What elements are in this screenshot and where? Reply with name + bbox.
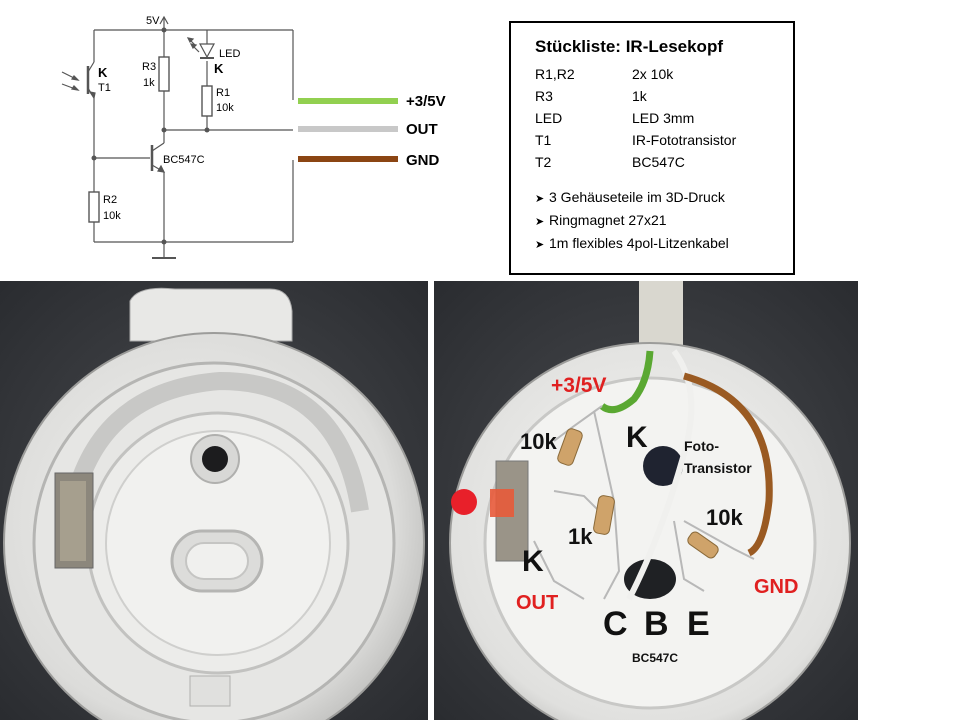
parts-list-title: Stückliste: IR-Lesekopf <box>535 37 723 56</box>
wire-plus-label: +3/5V <box>406 93 446 110</box>
label-out: OUT <box>516 592 558 614</box>
wire-out-label: OUT <box>406 121 438 138</box>
r3-value: 1k <box>143 77 155 89</box>
r2-label: R2 <box>103 194 117 206</box>
label-10k-top: 10k <box>520 429 557 454</box>
part-desc: 2x 10k <box>632 66 674 82</box>
r3-label: R3 <box>142 61 156 73</box>
led-k-label: K <box>214 61 224 76</box>
t1-phototransistor-symbol <box>61 61 96 100</box>
part-desc: 1k <box>632 88 647 104</box>
housing-photo-assembled: +3/5V 10k K Foto- Transistor 1k 10k K GN… <box>434 281 858 720</box>
t1-k-label: K <box>98 65 108 80</box>
table-row: T2 BC547C <box>535 151 736 173</box>
table-row: T1 IR-Fototransistor <box>535 129 736 151</box>
part-ref: R1,R2 <box>535 66 575 82</box>
supply-label: 5V <box>146 15 160 27</box>
r3-resistor-symbol <box>158 56 170 92</box>
label-foto-line2: Transistor <box>684 460 752 476</box>
label-k-top: K <box>626 421 648 454</box>
table-row: LED LED 3mm <box>535 107 736 129</box>
arrow-bullet-icon: ➤ <box>535 193 545 205</box>
label-emitter: E <box>687 605 710 643</box>
arrow-bullet-icon: ➤ <box>535 239 545 251</box>
resistor-10k-top <box>557 428 583 466</box>
t2-label: BC547C <box>163 154 205 166</box>
t1-label: T1 <box>98 82 111 94</box>
table-row: R1,R2 2x 10k <box>535 63 736 85</box>
part-desc: LED 3mm <box>632 110 695 126</box>
housing-photo-empty <box>0 281 428 720</box>
r2-resistor-symbol <box>88 191 100 223</box>
r1-label: R1 <box>216 87 230 99</box>
label-base: B <box>644 605 669 643</box>
resistor-10k-right <box>687 531 719 559</box>
label-k-left: K <box>522 545 544 578</box>
label-plus-supply: +3/5V <box>551 374 606 397</box>
r1-value: 10k <box>216 102 234 114</box>
note-text: 1m flexibles 4pol-Litzenkabel <box>549 235 729 251</box>
part-ref: T1 <box>535 132 552 148</box>
label-collector: C <box>603 605 628 643</box>
led-symbol <box>186 37 216 59</box>
parts-table: R1,R2 2x 10k R3 1k LED LED 3mm T1 IR-Fototra… <box>535 63 736 173</box>
r1-resistor-symbol <box>201 85 213 117</box>
part-ref: LED <box>535 110 563 126</box>
label-foto-line1: Foto- <box>684 438 719 454</box>
t2-transistor-symbol <box>150 142 166 173</box>
led-label: LED <box>219 48 240 60</box>
r2-value: 10k <box>103 210 121 222</box>
schematic-wiring <box>93 29 294 259</box>
supply-arrow-icon <box>159 15 169 30</box>
parts-list-box: Stückliste: IR-Lesekopf R1,R2 2x 10k R3 1k… <box>509 21 795 275</box>
part-ref: T2 <box>535 154 552 170</box>
label-10k-right: 10k <box>706 505 743 530</box>
junction-dots <box>91 27 210 245</box>
part-desc: IR-Fototransistor <box>632 132 737 148</box>
note-text: Ringmagnet 27x21 <box>549 212 667 228</box>
list-item: ➤ 3 Gehäuseteile im 3D-Druck <box>535 187 793 210</box>
part-desc: BC547C <box>632 154 685 170</box>
resistor-1k <box>593 495 615 535</box>
table-row: R3 1k <box>535 85 736 107</box>
notes-list: ➤ 3 Gehäuseteile im 3D-Druck ➤ Ringmagnet … <box>535 187 793 256</box>
label-1k: 1k <box>568 524 593 549</box>
list-item: ➤ 1m flexibles 4pol-Litzenkabel <box>535 233 793 256</box>
label-bc547c: BC547C <box>632 651 678 665</box>
part-ref: R3 <box>535 88 553 104</box>
note-text: 3 Gehäuseteile im 3D-Druck <box>549 189 725 205</box>
circuit-schematic: 5V K T1 R3 1k LED K R1 10k BC547C R2 <box>61 15 446 259</box>
arrow-bullet-icon: ➤ <box>535 216 545 228</box>
label-gnd: GND <box>754 576 798 598</box>
wire-gnd-label: GND <box>406 152 440 169</box>
list-item: ➤ Ringmagnet 27x21 <box>535 210 793 233</box>
